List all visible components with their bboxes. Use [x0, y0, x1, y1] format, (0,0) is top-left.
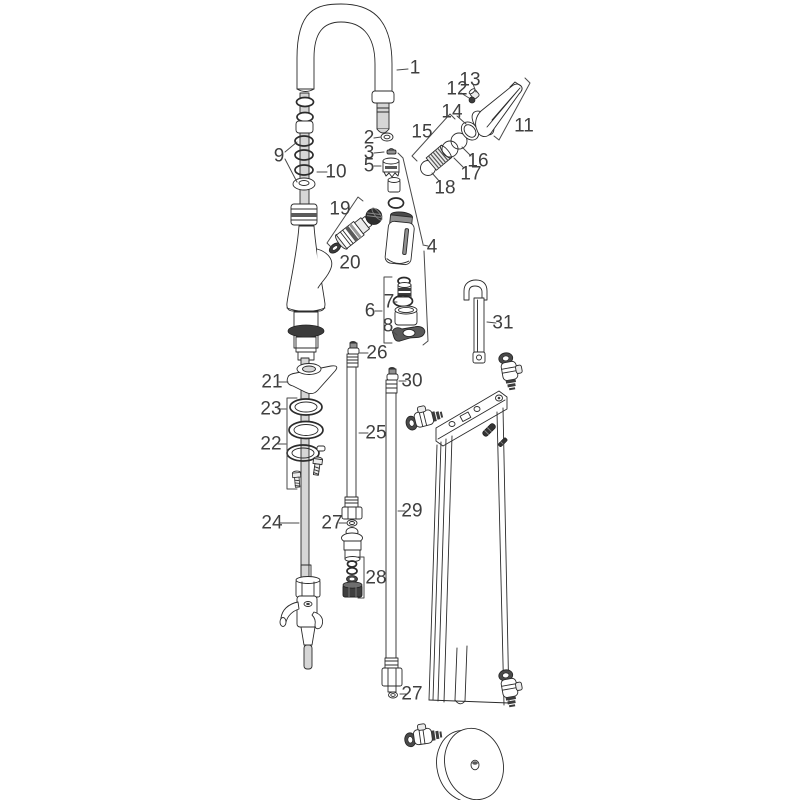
label-leader-4 [422, 250, 429, 346]
part-label-13: 13 [459, 70, 480, 91]
label-leader-4 [422, 244, 429, 247]
panel-screw-large [482, 423, 496, 437]
label-leader-31 [486, 321, 497, 324]
part-4-sleeve-group [384, 177, 415, 266]
label-leader-17 [453, 157, 465, 169]
label-leader-3 [373, 151, 385, 154]
faucet-handle [316, 248, 333, 289]
part-threaded-shank [287, 311, 325, 361]
label-leader-16 [461, 146, 472, 157]
panel-screw-small [498, 437, 508, 447]
part-27-oring [346, 519, 358, 527]
part-20-oring [328, 242, 342, 254]
part-label-7: 7 [384, 292, 395, 313]
hose-weight-disc [436, 727, 504, 800]
label-leader-9 [284, 158, 298, 183]
part-label-15: 15 [411, 122, 432, 143]
part-label-16: 16 [467, 151, 488, 172]
part-label-20: 20 [339, 253, 360, 274]
part-label-28: 28 [365, 568, 386, 589]
part-label-24: 24 [261, 513, 283, 534]
part-label-12: 12 [446, 79, 467, 100]
label-leader-4 [397, 152, 424, 245]
part-24-valve [279, 564, 324, 670]
part-25-hose [346, 366, 357, 498]
panel-top-rail [435, 390, 508, 447]
clamp-fitting-bottom-right [497, 667, 526, 709]
clamp-fitting-bottom-center [402, 720, 444, 748]
part-label-26: 26 [366, 343, 387, 364]
part-label-22: 22 [260, 434, 281, 455]
label-leader-2 [373, 136, 382, 139]
label-leader-11 [493, 77, 531, 141]
part-label-5: 5 [364, 156, 375, 177]
part-16-oring [450, 132, 468, 150]
part-label-23: 23 [260, 399, 281, 420]
part-label-21: 21 [261, 372, 282, 393]
part-15-aerator [425, 144, 453, 171]
part-23-oring [289, 398, 323, 416]
label-leader-18 [431, 172, 441, 183]
part-label-2: 2 [364, 128, 375, 149]
part-3-cap [386, 148, 397, 155]
label-leader-6 [383, 276, 393, 344]
part-27b-oring [388, 691, 398, 699]
part-14-18-aerator-group [420, 121, 480, 176]
part-label-17: 17 [460, 164, 481, 185]
part-21-escutcheon [286, 363, 338, 395]
part-label-1: 1 [410, 58, 421, 79]
part-label-29: 29 [401, 501, 422, 522]
label-leader-15 [411, 113, 456, 162]
part-29-hose-assembly [381, 367, 403, 699]
part-label-4: 4 [427, 237, 438, 258]
part-label-11: 11 [514, 116, 534, 137]
part-label-25: 25 [365, 423, 386, 444]
hose-nut [341, 506, 363, 520]
spout-shaft [376, 102, 390, 130]
part-label-10: 10 [325, 162, 346, 183]
part-label-27: 27 [401, 684, 422, 705]
label-leader-8 [390, 329, 398, 336]
part-label-19: 19 [329, 199, 350, 220]
label-leader-14 [456, 115, 467, 125]
part-29-hose [385, 392, 397, 659]
part-25-hose-assembly [341, 341, 363, 598]
part-label-6: 6 [365, 301, 376, 322]
part-hose-ring-column [290, 92, 318, 226]
mounting-panel [428, 390, 510, 706]
part-label-31: 31 [492, 313, 513, 334]
label-leader-1 [396, 68, 409, 71]
label-leader-12 [460, 92, 470, 99]
part-28-connector-set [342, 560, 363, 598]
part-faucet-body [286, 225, 333, 312]
label-leader-19 [326, 196, 364, 248]
clamp-fitting-top-right [497, 350, 526, 392]
fixing-screw-right [312, 456, 324, 476]
label-leader-28 [357, 556, 365, 599]
part-label-27: 27 [321, 513, 342, 534]
fixing-screw-left [291, 470, 302, 488]
part-label-18: 18 [434, 178, 455, 199]
part-31-hook [463, 279, 488, 364]
label-leader-13 [472, 83, 477, 93]
part-label-8: 8 [383, 316, 394, 337]
part-5-cup [382, 157, 400, 178]
part-24-tube-upper [300, 357, 310, 609]
part-6-7-8-group [392, 276, 426, 342]
part-label-3: 3 [364, 143, 375, 164]
label-leader-22 [286, 397, 298, 490]
part-spout-arc [296, 3, 395, 134]
label-leader-9 [284, 141, 298, 153]
part-2-ring [380, 132, 394, 142]
part-label-30: 30 [401, 371, 422, 392]
spout-collar [371, 90, 395, 104]
part-12-13-fasteners [468, 88, 480, 104]
part-label-9: 9 [274, 146, 285, 167]
part-19-cartridge [335, 207, 383, 250]
part-11-spray-cone [471, 81, 523, 137]
